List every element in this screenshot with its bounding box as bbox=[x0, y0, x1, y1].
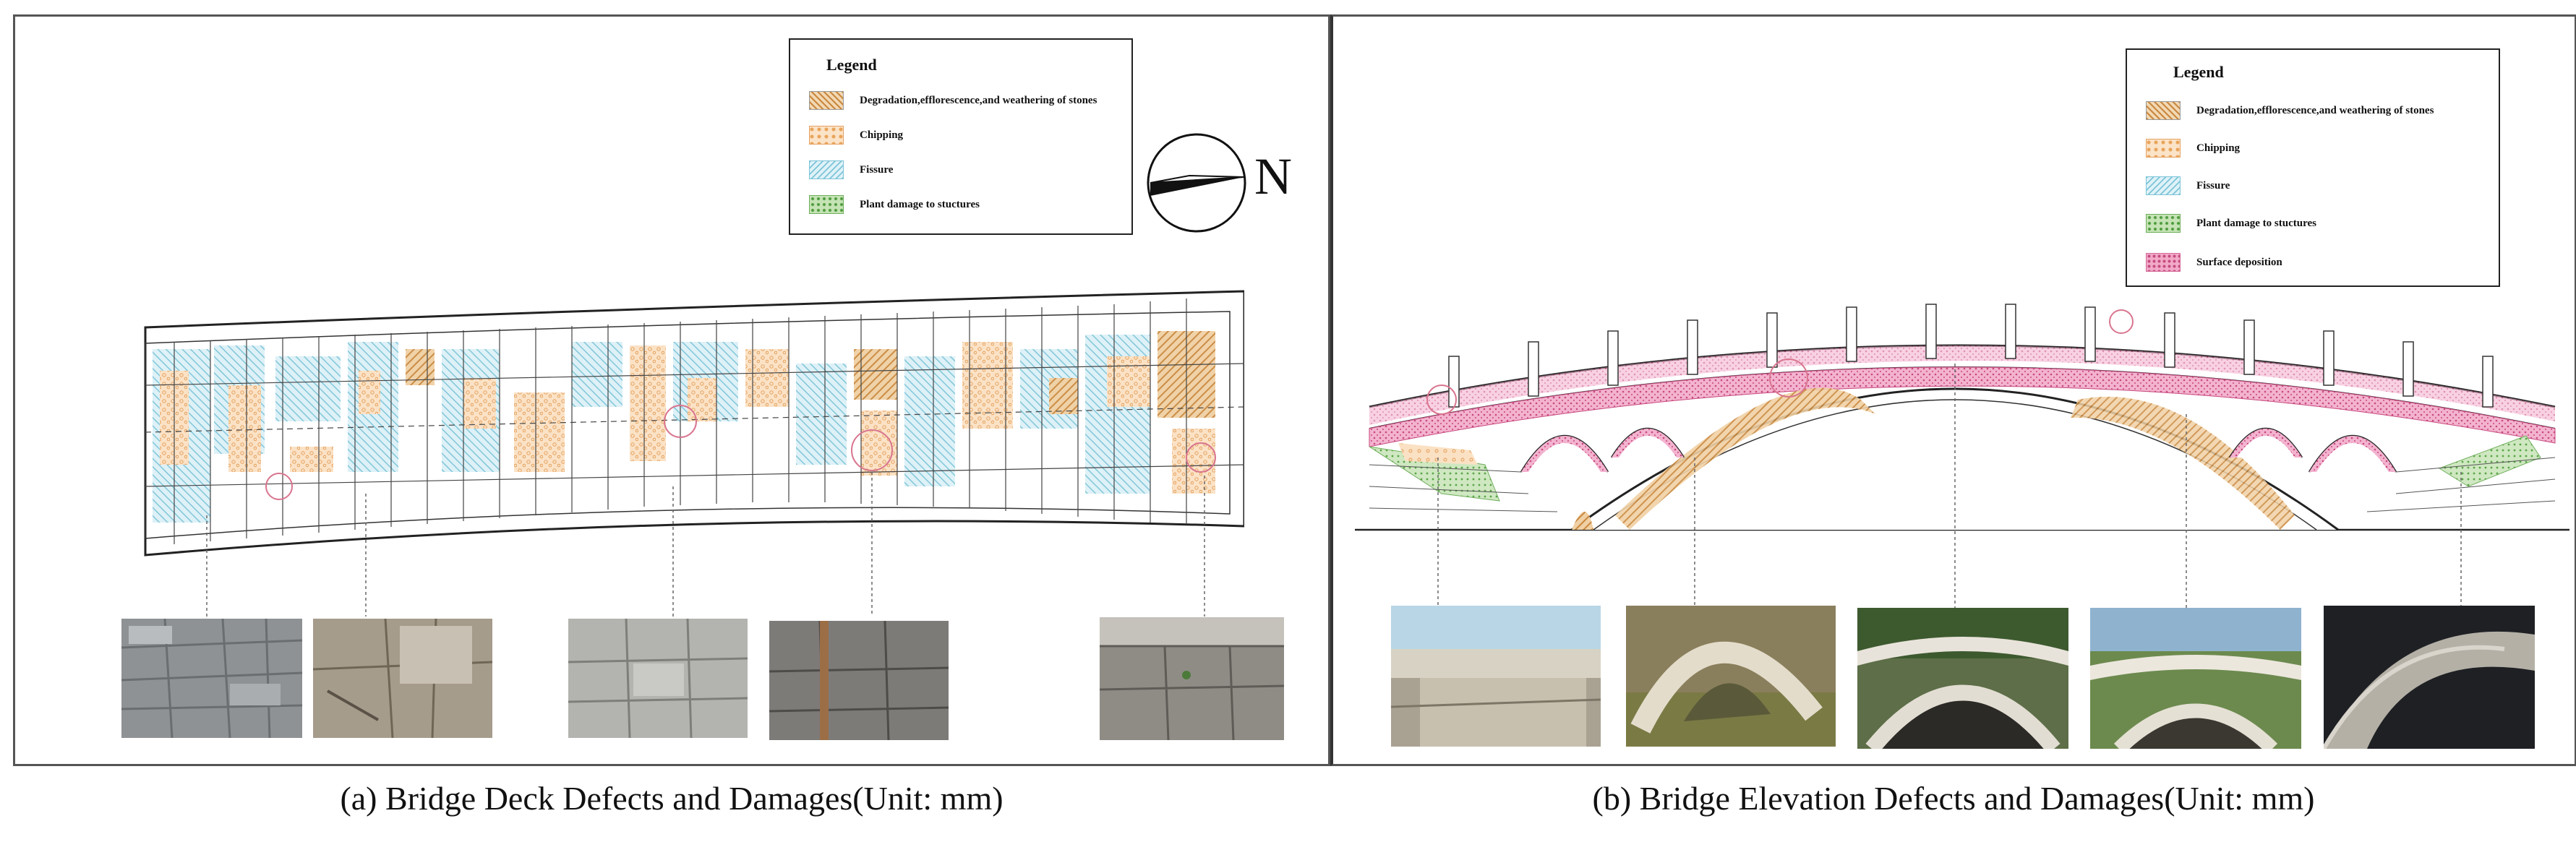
caption-elevation: (b) Bridge Elevation Defects and Damages… bbox=[1592, 780, 2315, 817]
legend-label: Fissure bbox=[860, 163, 894, 176]
legend-deck: Legend Degradation,efflorescence,and wea… bbox=[789, 38, 1133, 235]
fissure-swatch bbox=[809, 160, 844, 179]
legend-label: Chipping bbox=[860, 129, 904, 141]
north-arrow-icon bbox=[1147, 133, 1246, 233]
panel-bridge-elevation: Legend Degradation,efflorescence,and wea… bbox=[1330, 14, 2576, 766]
elevation-photo-2 bbox=[1626, 606, 1836, 747]
elevation-photo-1 bbox=[1391, 606, 1601, 747]
plant-swatch bbox=[2146, 214, 2181, 233]
legend-item-fissure: Fissure bbox=[2146, 176, 2230, 196]
legend-label: Fissure bbox=[2196, 179, 2230, 192]
legend-label: Plant damage to stuctures bbox=[860, 198, 980, 210]
legend-label: Chipping bbox=[2196, 142, 2241, 154]
deck-photo-5 bbox=[1100, 617, 1284, 740]
panel-bridge-deck: Legend Degradation,efflorescence,and wea… bbox=[13, 14, 1330, 766]
chipping-swatch bbox=[2146, 139, 2181, 158]
legend-item-surface: Surface deposition bbox=[2146, 252, 2282, 272]
bridge-elevation-drawing bbox=[1355, 304, 2569, 624]
degradation-swatch bbox=[2146, 101, 2181, 120]
legend-label: Degradation,efflorescence,and weathering… bbox=[860, 94, 1097, 106]
legend-item-degradation: Degradation,efflorescence,and weathering… bbox=[2146, 100, 2434, 121]
deck-photo-2 bbox=[313, 619, 492, 738]
caption-deck: (a) Bridge Deck Defects and Damages(Unit… bbox=[340, 780, 1004, 817]
degradation-swatch bbox=[809, 91, 844, 110]
deck-stone-grid bbox=[145, 298, 1244, 544]
legend-item-chipping: Chipping bbox=[2146, 138, 2240, 158]
chipping-swatch bbox=[809, 126, 844, 145]
legend-item-plant: Plant damage to stuctures bbox=[2146, 213, 2316, 233]
legend-label: Surface deposition bbox=[2196, 256, 2282, 268]
plant-swatch bbox=[809, 195, 844, 214]
fissure-swatch bbox=[2146, 176, 2181, 195]
legend-title: Legend bbox=[826, 56, 877, 74]
deck-photo-1 bbox=[121, 619, 302, 738]
railing-posts bbox=[1448, 304, 2494, 408]
north-label: N bbox=[1254, 147, 1292, 205]
legend-item-fissure: Fissure bbox=[809, 160, 893, 180]
legend-item-degradation: Degradation,efflorescence,and weathering… bbox=[809, 90, 1097, 111]
deck-marked-defects bbox=[265, 405, 1216, 500]
leader-line-icon bbox=[206, 472, 1205, 617]
surface-swatch bbox=[2146, 253, 2181, 272]
elevation-photo-3 bbox=[1857, 608, 2068, 749]
bridge-deck-plan bbox=[144, 290, 1244, 617]
legend-elevation: Legend Degradation,efflorescence,and wea… bbox=[2126, 48, 2500, 287]
legend-label: Degradation,efflorescence,and weathering… bbox=[2196, 104, 2434, 116]
elevation-marked-defects bbox=[1426, 309, 2134, 415]
legend-item-plant: Plant damage to stuctures bbox=[809, 194, 980, 215]
deck-photo-3 bbox=[568, 619, 748, 738]
elevation-photo-4 bbox=[2090, 608, 2301, 749]
legend-label: Plant damage to stuctures bbox=[2196, 217, 2316, 229]
elevation-photo-5 bbox=[2324, 606, 2535, 749]
leader-line-icon bbox=[1437, 364, 2462, 624]
legend-title: Legend bbox=[2173, 63, 2224, 81]
legend-item-chipping: Chipping bbox=[809, 125, 903, 145]
deck-photo-4 bbox=[769, 621, 949, 740]
north-arrow: N bbox=[1146, 132, 1292, 248]
